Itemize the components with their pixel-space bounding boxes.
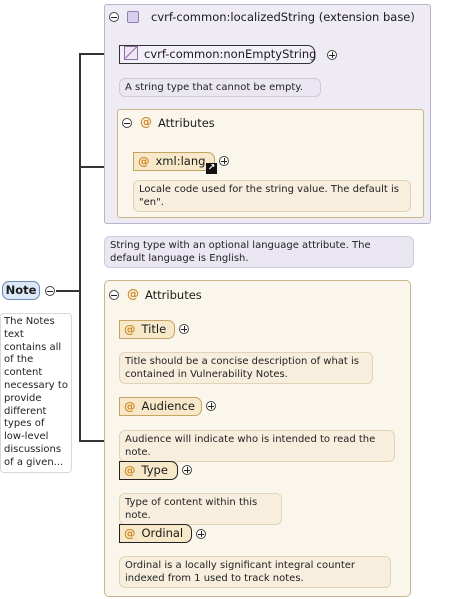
attribute-at-icon: @ [124, 463, 136, 477]
note-attributes-title: Attributes [145, 288, 202, 302]
xml-lang-node[interactable]: @ xml:lang [133, 152, 215, 171]
note-collapse-icon[interactable] [45, 286, 55, 296]
type-expand-icon[interactable] [182, 465, 192, 475]
title-expand-icon[interactable] [179, 324, 189, 334]
non-empty-string-node[interactable]: cvrf-common:nonEmptyString [119, 45, 317, 64]
ordinal-attribute-label: Ordinal [141, 526, 184, 540]
lang-attributes-title: Attributes [158, 116, 215, 130]
attribute-at-icon: @ [138, 154, 150, 168]
ordinal-attribute-doc: Ordinal is a locally significant integra… [119, 556, 391, 588]
connector-to-type [79, 53, 119, 55]
reference-arrow-icon: ↗ [206, 163, 217, 174]
connector-trunk [79, 55, 81, 442]
xml-lang-expand-icon[interactable] [219, 156, 229, 166]
title-attribute-node[interactable]: @ Title [119, 320, 175, 339]
audience-attribute-label: Audience [141, 399, 195, 413]
attribute-at-icon: @ [124, 526, 136, 540]
non-empty-string-doc: A string type that cannot be empty. [119, 78, 321, 97]
extension-base-panel: cvrf-common:localizedString (extension b… [104, 4, 431, 224]
attribute-at-icon: @ [124, 399, 136, 413]
ordinal-attribute-node[interactable]: @ Ordinal [119, 524, 192, 543]
type-attribute-doc: Type of content within this note. [119, 493, 282, 525]
xml-lang-doc: Locale code used for the string value. T… [133, 180, 411, 212]
xml-lang-label: xml:lang [155, 154, 206, 168]
lang-attributes-collapse-icon[interactable] [122, 118, 132, 128]
attribute-at-icon: @ [124, 322, 136, 336]
note-doc: The Notes text contains all of the conte… [0, 313, 72, 473]
title-attribute-label: Title [141, 322, 167, 336]
note-attributes-at-icon: @ [127, 287, 139, 301]
note-element[interactable]: Note [2, 281, 40, 300]
simple-type-icon [124, 46, 138, 60]
audience-attribute-doc: Audience will indicate who is intended t… [119, 430, 395, 462]
attributes-at-icon: @ [140, 115, 152, 129]
localized-string-doc: String type with an optional language at… [104, 236, 414, 268]
note-attributes-panel: @ Attributes @ Title Title should be a co… [104, 280, 411, 597]
note-label: Note [5, 283, 37, 297]
lang-attributes-panel: @ Attributes @ xml:lang ↗ Locale code use… [117, 109, 424, 218]
non-empty-string-expand-icon[interactable] [327, 50, 337, 60]
audience-expand-icon[interactable] [206, 401, 216, 411]
connector-to-note [56, 290, 81, 292]
title-attribute-doc: Title should be a concise description of… [119, 352, 373, 384]
connector-to-attributes [79, 440, 104, 442]
complex-type-icon [127, 11, 139, 23]
type-attribute-node[interactable]: @ Type [119, 461, 178, 480]
note-attributes-collapse-icon[interactable] [109, 290, 119, 300]
ordinal-expand-icon[interactable] [196, 529, 206, 539]
audience-attribute-node[interactable]: @ Audience [119, 397, 202, 416]
base-panel-title: cvrf-common:localizedString (extension b… [151, 10, 415, 24]
base-collapse-icon[interactable] [109, 12, 119, 22]
non-empty-string-label: cvrf-common:nonEmptyString [144, 47, 317, 61]
type-attribute-label: Type [141, 463, 168, 477]
